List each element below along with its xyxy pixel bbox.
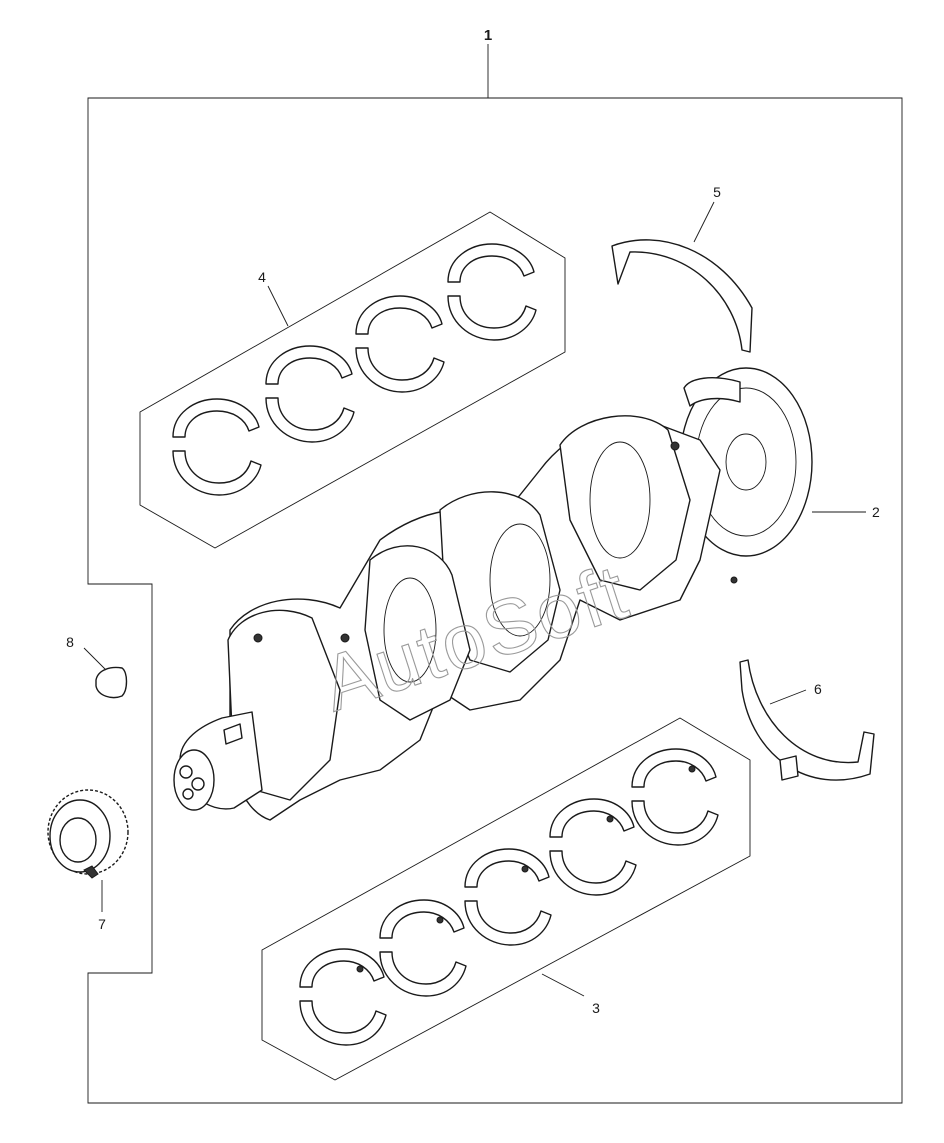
bearing-shell — [172, 398, 262, 496]
bearing-shell — [265, 345, 355, 443]
leader-line-8 — [83, 647, 107, 671]
crank-gear — [47, 789, 129, 879]
leader-line-3 — [541, 973, 585, 997]
callout-4: 4 — [258, 269, 266, 285]
callout-6: 6 — [814, 681, 822, 697]
callout-3: 3 — [592, 1000, 600, 1016]
callout-2: 2 — [872, 504, 880, 520]
thrust-washer-upper — [611, 239, 753, 353]
bearing-shell — [379, 899, 467, 997]
bearing-shell — [464, 848, 552, 946]
thrust-washer-lower — [739, 659, 875, 781]
main-bearing-set — [261, 717, 751, 1081]
callout-1: 1 — [484, 27, 492, 44]
leader-line-5 — [693, 201, 715, 243]
thrust-washer-tab — [779, 755, 799, 781]
bearing-shell — [549, 798, 637, 896]
bearing-shell — [447, 243, 537, 341]
woodruff-key — [95, 666, 128, 699]
assembly-frame — [87, 97, 903, 1104]
leader-line-6 — [769, 689, 807, 705]
conrod-bearing-set — [139, 211, 566, 549]
bearing-shell — [631, 748, 719, 846]
crankshaft — [173, 367, 813, 821]
callout-5: 5 — [713, 184, 721, 200]
callout-7: 7 — [98, 916, 106, 932]
leader-line-4 — [267, 285, 289, 327]
callout-8: 8 — [66, 634, 74, 650]
bearing-shell — [299, 948, 387, 1046]
bearing-shell — [355, 295, 445, 393]
